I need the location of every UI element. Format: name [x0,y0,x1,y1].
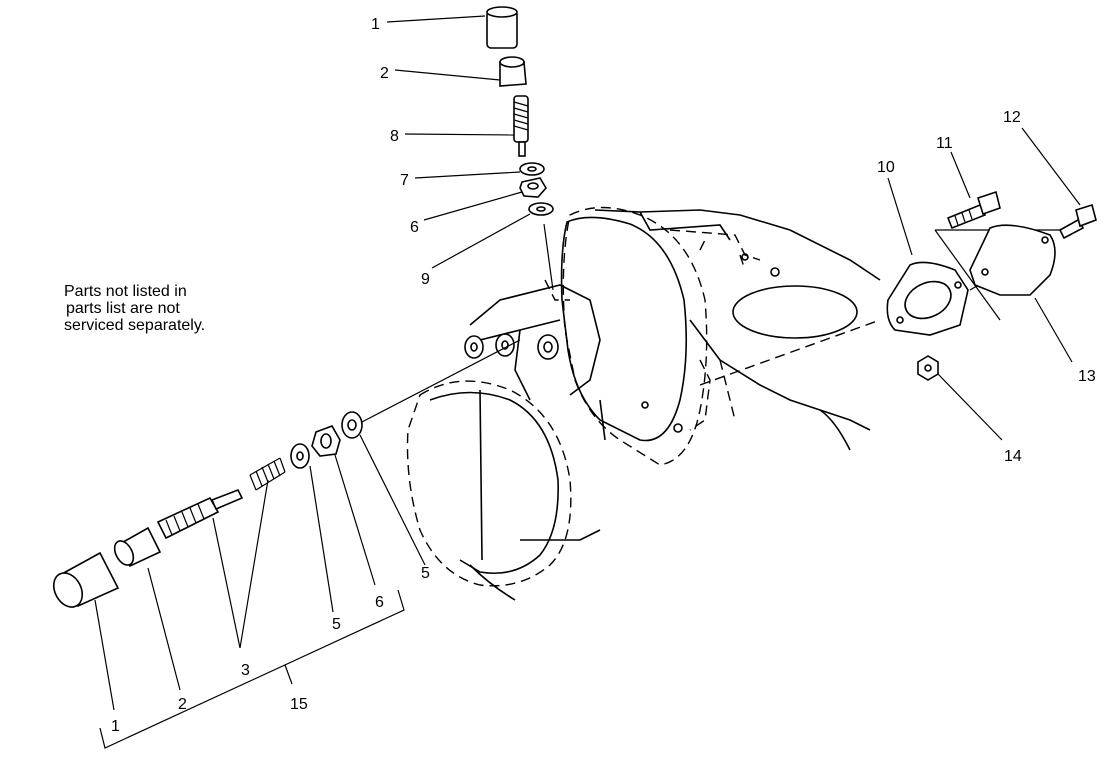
parts-note: Parts not listed in parts list are not s… [64,283,205,334]
leader-lines [94,15,1081,749]
bolt-part-11 [946,190,1001,230]
callout-5-bottom-right: 5 [421,565,430,582]
callout-14: 14 [1004,448,1022,465]
callout-3-bottom: 3 [241,662,250,679]
callout-7-top: 7 [400,172,409,189]
cover-assembly [886,190,1097,381]
callout-9-top: 9 [421,271,430,288]
callout-1-top: 1 [371,16,380,33]
callout-2-bottom: 2 [178,696,187,713]
parts-note-line-3: serviced separately. [64,317,206,334]
callout-11: 11 [936,135,953,152]
spring-plunger-part-8-top [513,95,529,157]
callout-12: 12 [1003,109,1021,126]
cover-plate-part-13 [969,224,1056,296]
callout-15-bottom: 15 [290,696,308,713]
callout-8-top: 8 [390,128,399,145]
callout-6-bottom: 6 [375,594,384,611]
parts-note-line-1: Parts not listed in [64,283,187,300]
cap-part-1-bottom [52,551,120,608]
callout-2-top: 2 [380,65,389,82]
plug-part-2-bottom [113,526,162,568]
callout-5-bottom-left: 5 [332,616,341,633]
callout-1-bottom: 1 [111,718,120,735]
callout-13: 13 [1078,368,1096,385]
cap-part-1-top [486,6,518,49]
nut-part-14 [917,355,939,381]
callout-labels: 1 2 8 7 6 9 10 11 12 13 14 5 6 5 3 2 1 1… [111,16,1096,735]
bolt-part-12 [1058,203,1097,240]
bottom-valve-assembly [52,411,363,608]
callout-10: 10 [877,159,895,176]
gasket-part-10 [886,261,969,336]
spring-part-3-bottom [249,457,286,491]
adjuster-shaft-part-3-bottom [156,488,244,540]
callout-6-top: 6 [410,219,419,236]
plug-part-2-top [499,56,527,87]
nut-part-6-bottom [311,425,341,457]
engine-housing [406,206,881,601]
top-valve-assembly [486,6,554,216]
nut-part-6-top [519,177,547,198]
parts-note-line-2: parts list are not [66,300,180,317]
